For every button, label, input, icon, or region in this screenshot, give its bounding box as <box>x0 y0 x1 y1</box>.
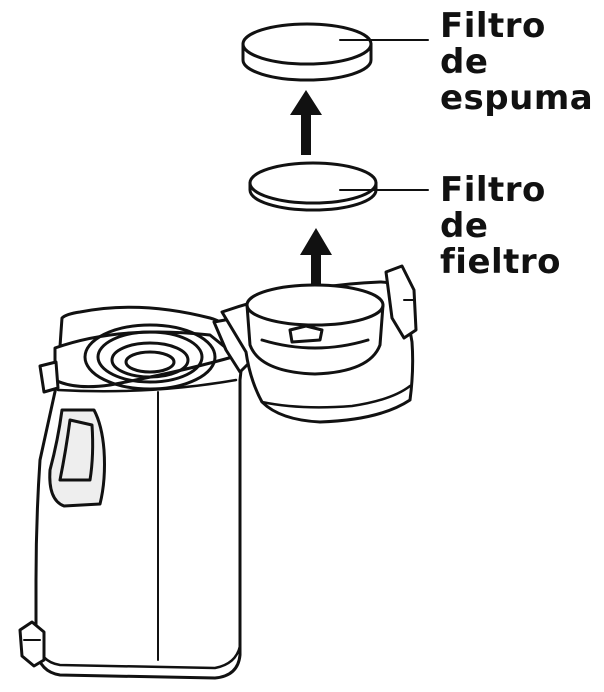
foam-filter-label-line1: Filtro de <box>440 6 546 82</box>
foam-filter-label: Filtro de espuma <box>440 8 604 116</box>
upward-arrow-icon <box>300 228 332 312</box>
filter-holder-lid <box>212 264 418 424</box>
foam-filter <box>241 22 373 82</box>
felt-filter <box>248 161 378 212</box>
felt-filter-label-line1: Filtro de <box>440 170 546 246</box>
foam-filter-label-line2: espuma <box>440 78 594 118</box>
dust-cup <box>18 305 247 680</box>
upward-arrow-icon <box>290 90 322 155</box>
felt-filter-label-line2: fieltro <box>440 242 562 282</box>
felt-filter-label: Filtro de fieltro <box>440 172 604 280</box>
